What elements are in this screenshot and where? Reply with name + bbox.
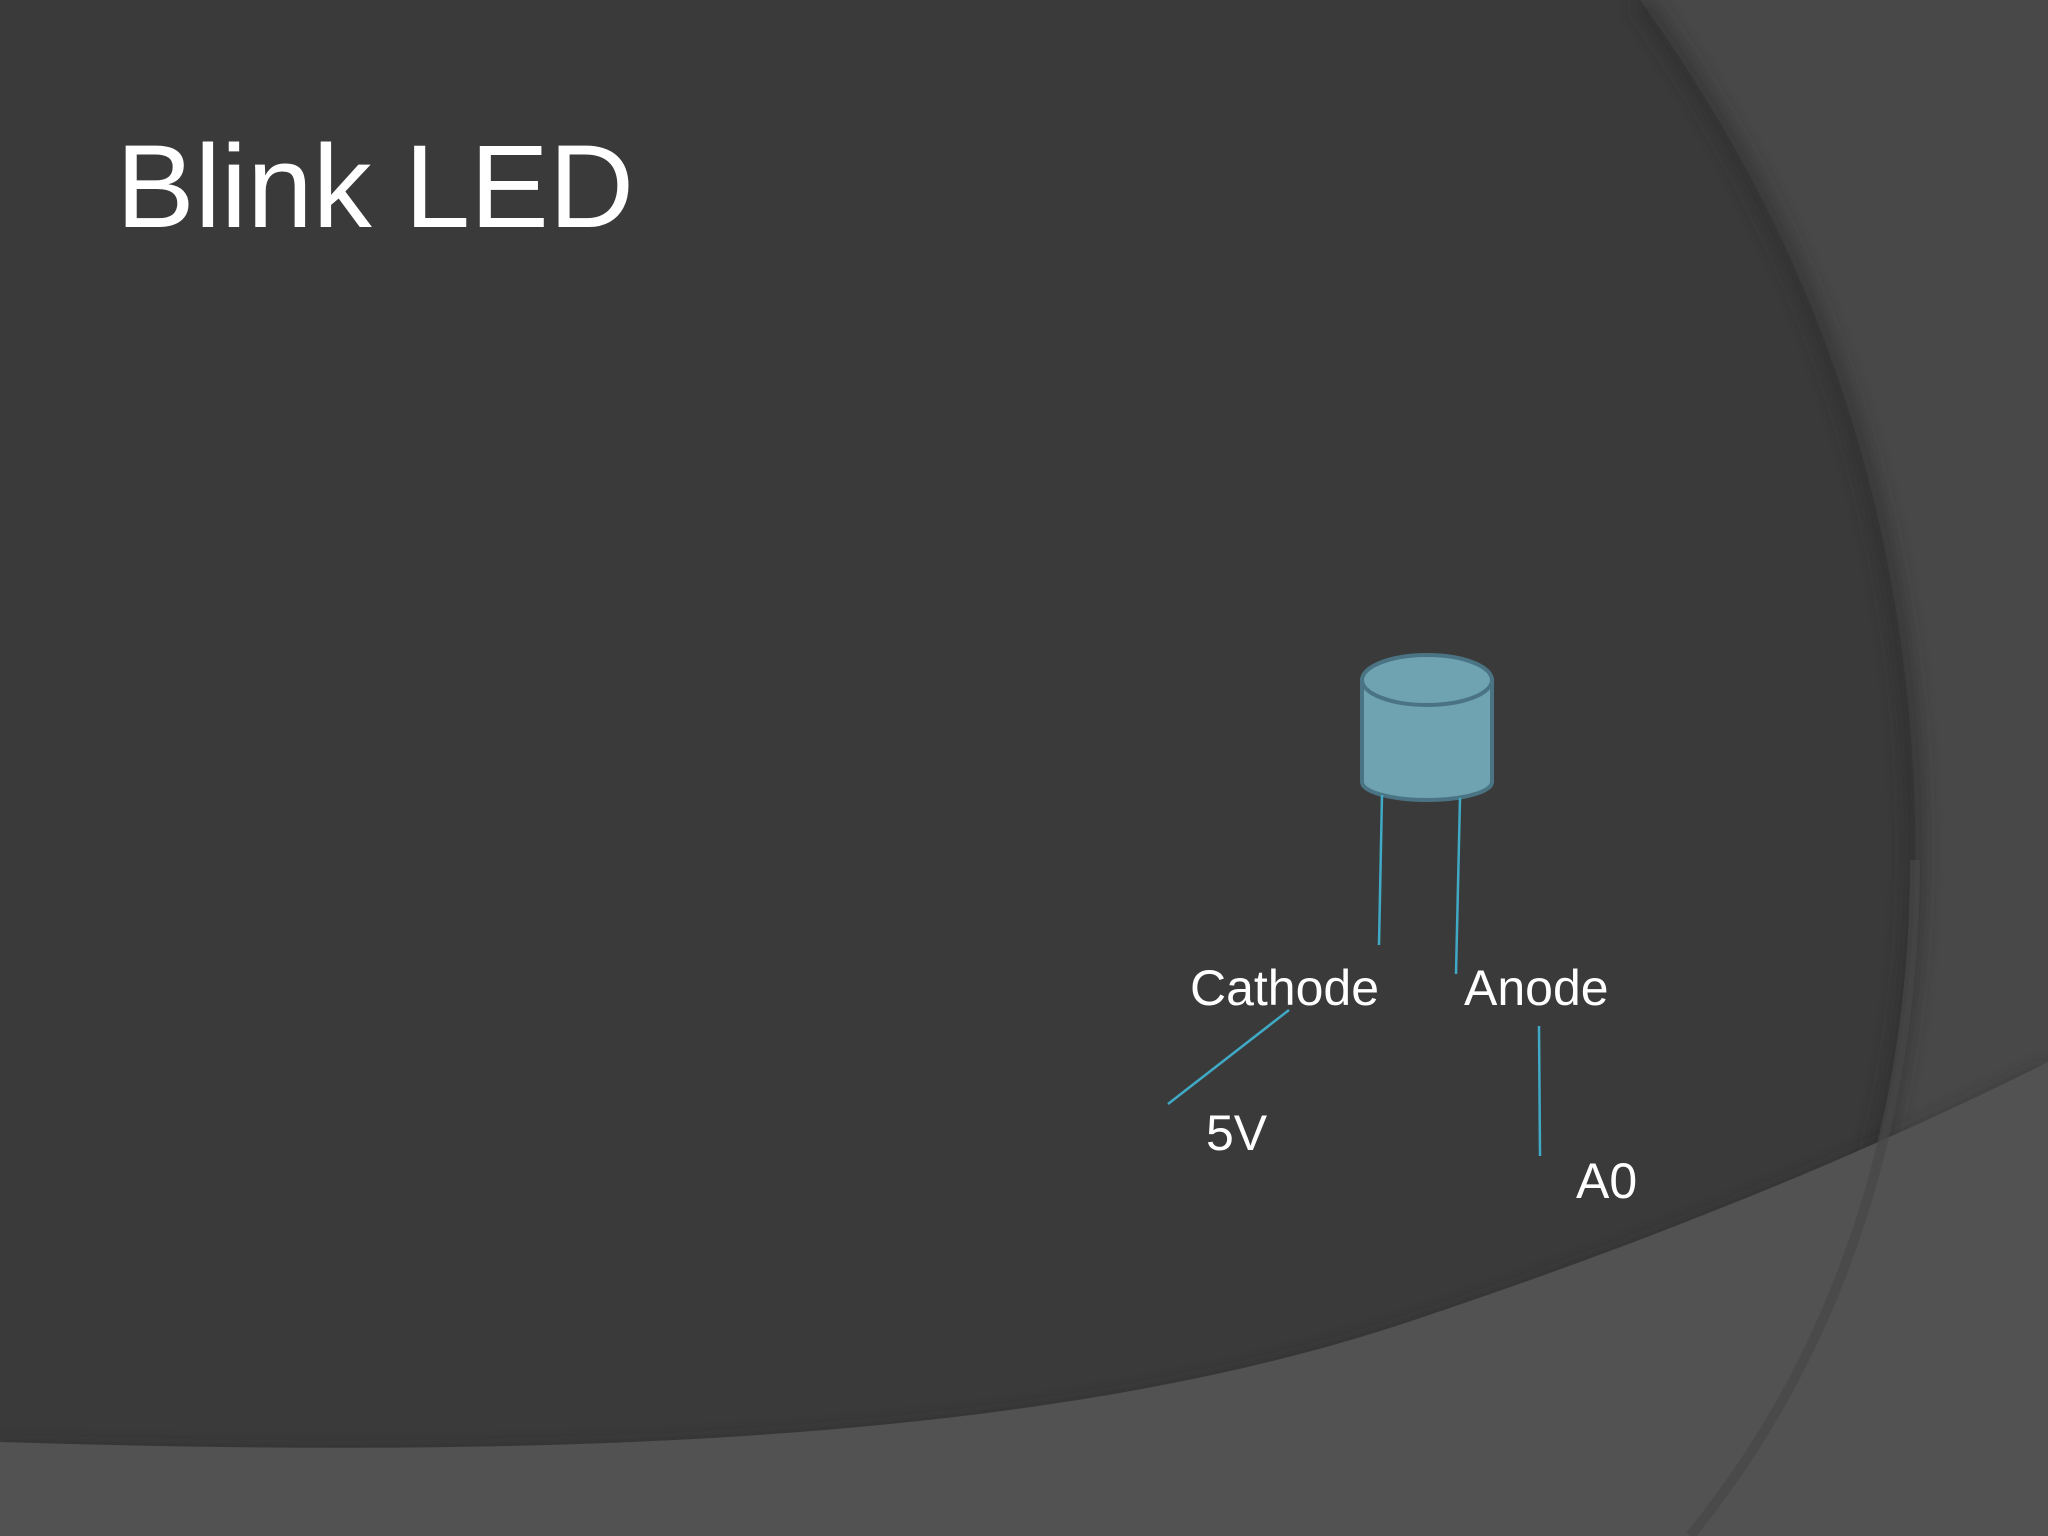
- anode-to-a0-wire: [1537, 1025, 1542, 1157]
- anode-lead: [1454, 797, 1462, 975]
- cathode-to-5v-wire: [1167, 1009, 1290, 1105]
- pin-a0-label: A0: [1576, 1153, 1638, 1209]
- led-icon: [1360, 653, 1494, 802]
- led-top: [1360, 653, 1494, 707]
- background-bottom-swoosh: [0, 1062, 2048, 1536]
- anode-label: Anode: [1464, 960, 1609, 1016]
- cathode-label: Cathode: [1190, 960, 1380, 1016]
- cathode-lead: [1377, 794, 1384, 946]
- background-arc-overlay: [1686, 859, 1920, 1536]
- led-body: [1360, 678, 1494, 802]
- voltage-5v-label: 5V: [1206, 1105, 1268, 1161]
- slide-title: Blink LED: [116, 121, 635, 253]
